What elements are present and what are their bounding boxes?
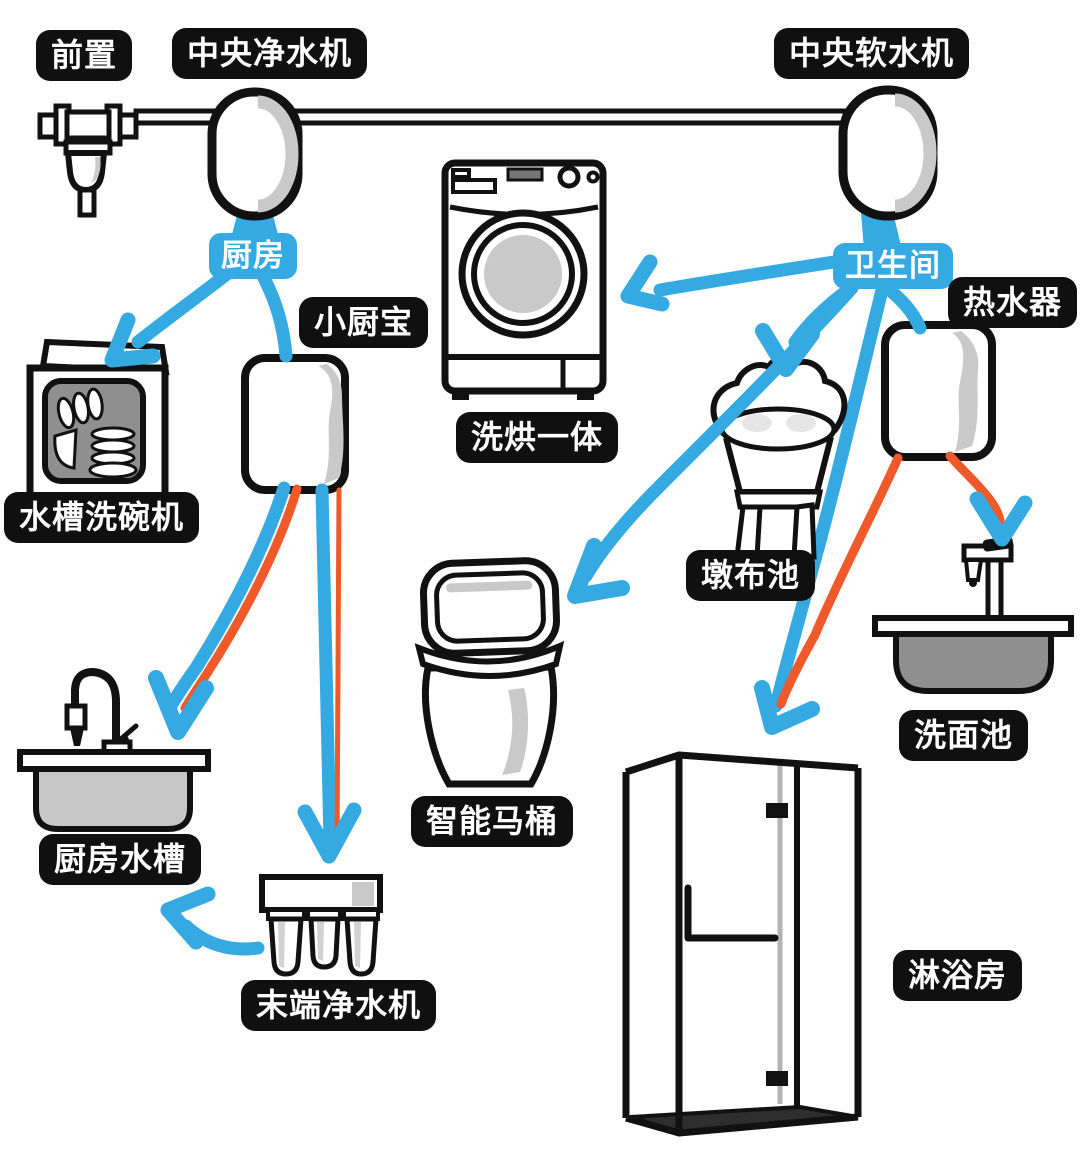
central-softener-icon — [838, 85, 938, 221]
flow-lines — [104, 254, 1033, 956]
kitchen-heater-icon — [241, 354, 349, 494]
badge-kitchen: 厨房 — [209, 233, 297, 279]
flow-arrow-icon — [148, 670, 214, 740]
flow-arrow-icon — [297, 802, 362, 864]
badge-terminal-purifier: 末端净水机 — [241, 980, 437, 1031]
badge-kitchen-sink: 厨房水槽 — [39, 834, 202, 885]
badge-central-softener: 中央软水机 — [774, 28, 970, 79]
washer-dryer-icon — [441, 159, 607, 400]
central-purifier-icon — [207, 87, 303, 221]
badge-sink-dishwasher: 水槽洗碗机 — [4, 492, 200, 543]
badge-central-purifier: 中央净水机 — [172, 28, 368, 79]
badge-washer-dryer: 洗烘一体 — [456, 412, 619, 463]
wash-basin-icon — [872, 536, 1074, 694]
sink-dishwasher-icon — [26, 338, 170, 500]
badge-mop-pool: 墩布池 — [686, 550, 816, 601]
kitchen-sink-icon — [17, 667, 211, 832]
badge-wash-basin: 洗面池 — [899, 710, 1029, 761]
flow-arrow-icon — [755, 323, 820, 377]
badge-water-heater: 热水器 — [948, 277, 1078, 328]
water-heater-icon — [881, 321, 996, 461]
smart-toilet-icon — [414, 557, 565, 788]
flow-arrow-icon — [969, 491, 1033, 547]
badge-smart-toilet: 智能马桶 — [411, 796, 574, 847]
badge-kitchen-heater: 小厨宝 — [299, 297, 429, 348]
flow-arrow-icon — [754, 680, 820, 735]
flow-arrow-icon — [104, 312, 161, 368]
shower-room-icon — [622, 751, 862, 1137]
badge-shower-room: 淋浴房 — [893, 950, 1023, 1001]
badge-bathroom: 卫生间 — [833, 243, 953, 289]
flow-arrow-icon — [567, 538, 630, 604]
pre-filter-icon — [37, 103, 139, 218]
flow-arrow-icon — [160, 886, 216, 950]
terminal-purifier-icon — [259, 874, 383, 977]
cold-line-bathroom-shower — [769, 283, 889, 713]
flow-arrow-icon — [620, 254, 670, 312]
badge-pre-filter: 前置 — [36, 30, 133, 81]
